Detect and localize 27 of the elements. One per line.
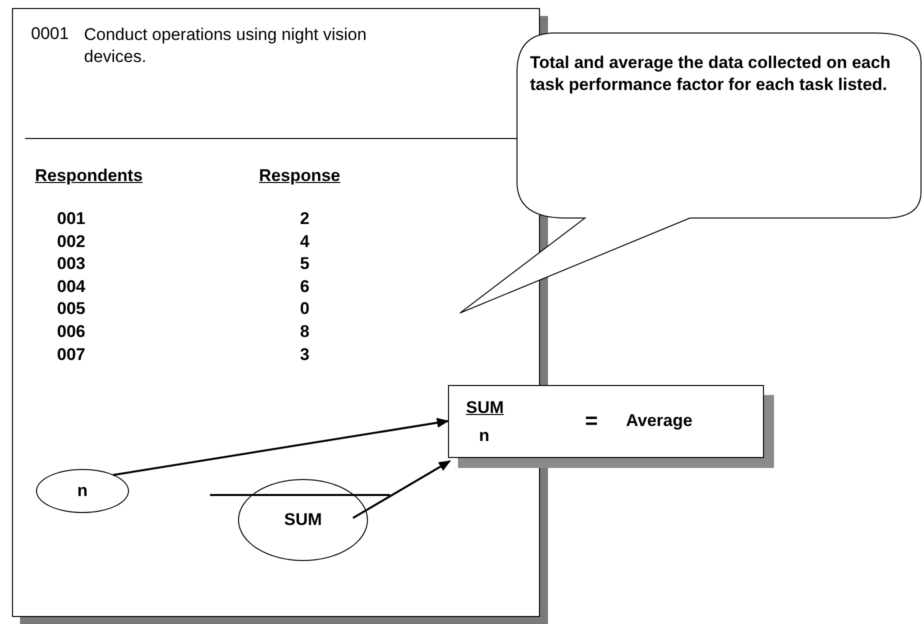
denominator: n: [479, 426, 490, 446]
table-cell: 005: [57, 299, 86, 320]
numerator: SUM: [466, 398, 504, 418]
table-cell: 3: [300, 344, 310, 365]
task-number: 0001: [31, 24, 69, 44]
table-cell: 0: [300, 299, 310, 320]
task-title: Conduct operations using night vision devices.: [84, 24, 368, 68]
equals-sign: =: [585, 408, 598, 434]
table-cell: 002: [57, 232, 86, 252]
table-cell: 6: [300, 276, 310, 297]
ellipse: n: [36, 469, 129, 513]
table-cell: 2: [300, 209, 310, 229]
table-cell: 5: [300, 254, 310, 274]
arrow: [112, 418, 449, 476]
table-cell: 001: [57, 209, 86, 229]
ellipse: SUM: [238, 479, 368, 561]
result-label: Average: [626, 411, 692, 431]
table-cell: 4: [300, 232, 310, 252]
table-cell: 007: [57, 344, 86, 365]
column-header: Respondents: [35, 166, 143, 186]
table-cell: 003: [57, 254, 86, 274]
column-header: Response: [259, 166, 340, 186]
table-cell: 8: [300, 322, 310, 342]
callout-text: Total and average the data collected on each task performance factor for each task listed.: [530, 52, 892, 96]
table-cell: 006: [57, 322, 86, 342]
arrow: [352, 460, 451, 519]
table-cell: 004: [57, 276, 86, 297]
